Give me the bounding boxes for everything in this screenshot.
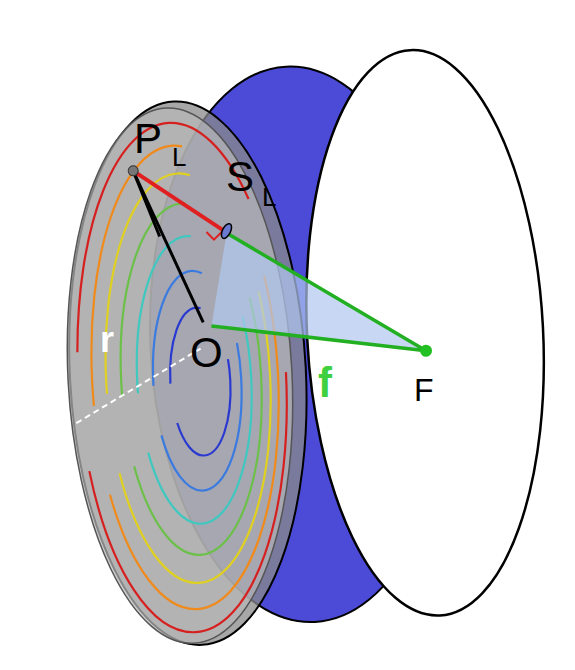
- radius-label: r: [100, 322, 114, 358]
- illustration-group: [52, 44, 559, 651]
- subscript-label: L: [172, 144, 186, 170]
- subscript-label: L: [262, 184, 276, 210]
- origin-label: O: [190, 332, 223, 374]
- focus-label: F: [414, 374, 434, 406]
- point-label: P: [134, 118, 162, 160]
- radius-line: [73, 349, 204, 424]
- contour-rings: [65, 117, 299, 637]
- pl-point: [128, 166, 139, 177]
- sl-point: [219, 222, 233, 240]
- pl-o-line: [133, 168, 203, 326]
- focal-point: [420, 344, 433, 357]
- disc-face: [54, 102, 306, 649]
- focal-line: [211, 315, 426, 362]
- right-angle-mark: [207, 231, 223, 240]
- red-segment: [133, 166, 224, 236]
- shaded-triangle: [207, 223, 426, 362]
- point-label: S: [226, 156, 254, 198]
- focal-length-label: f: [318, 362, 332, 404]
